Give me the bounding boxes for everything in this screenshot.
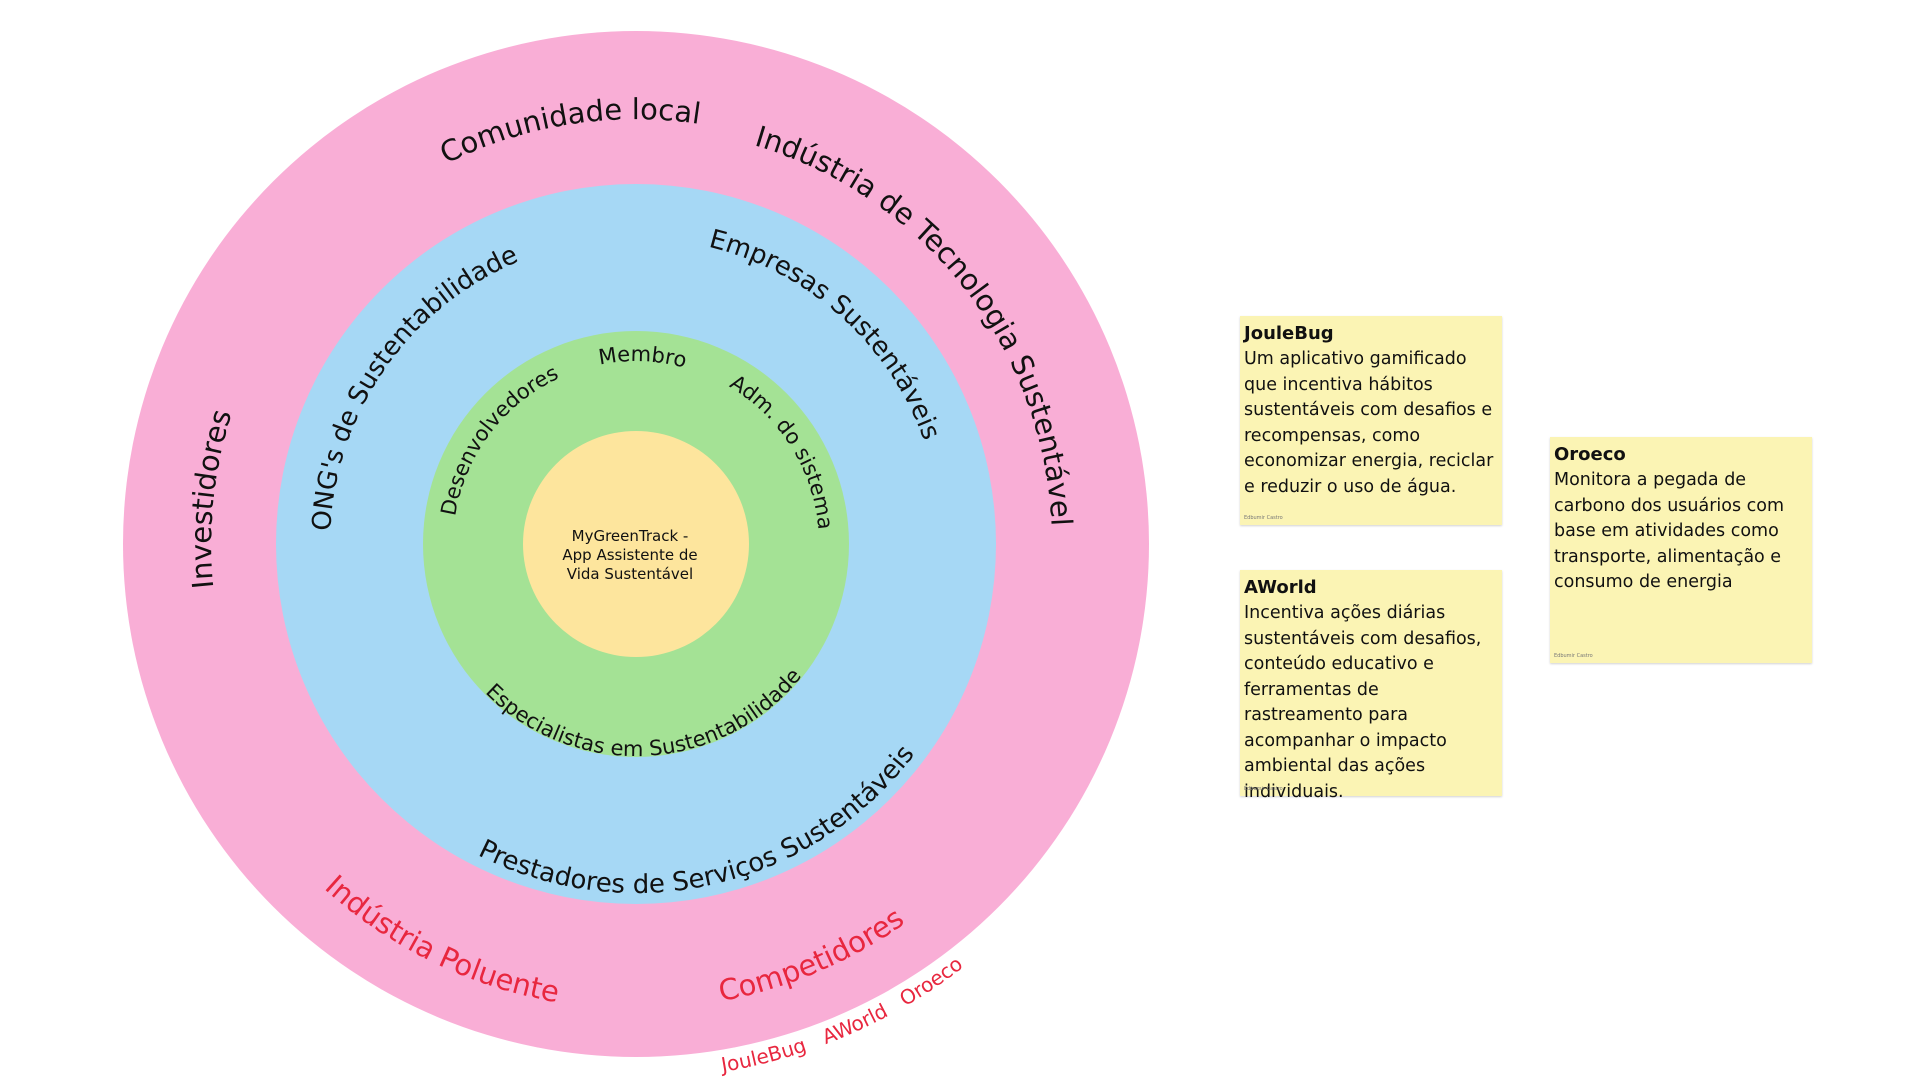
note-author: Edbumir Castro (1554, 653, 1593, 659)
core-label-line2: App Assistente de (562, 546, 697, 564)
sticky-note-joulebug[interactable]: JouleBug Um aplicativo gamificado que in… (1240, 316, 1502, 525)
sticky-note-aworld[interactable]: AWorld Incentiva ações diárias sustentáv… (1240, 570, 1502, 802)
note-body: Um aplicativo gamificado que incentiva h… (1244, 349, 1494, 497)
note-author: Edbumir Castro (1244, 515, 1283, 521)
core-label-line1: MyGreenTrack - (572, 527, 689, 545)
stakeholder-onion-diagram: MyGreenTrack - App Assistente de Vida Su… (123, 31, 1149, 1079)
note-title: AWorld (1244, 577, 1317, 598)
core-circle (523, 431, 749, 657)
note-author: Edbumir Castro (1244, 786, 1283, 792)
core-label-line3: Vida Sustentável (567, 565, 693, 583)
sticky-note-oroeco[interactable]: Oroeco Monitora a pegada de carbono dos … (1550, 437, 1812, 663)
note-title: JouleBug (1244, 323, 1334, 344)
note-title: Oroeco (1554, 444, 1626, 465)
note-body: Monitora a pegada de carbono dos usuário… (1554, 470, 1785, 592)
note-body: Incentiva ações diárias sustentáveis com… (1244, 603, 1482, 802)
